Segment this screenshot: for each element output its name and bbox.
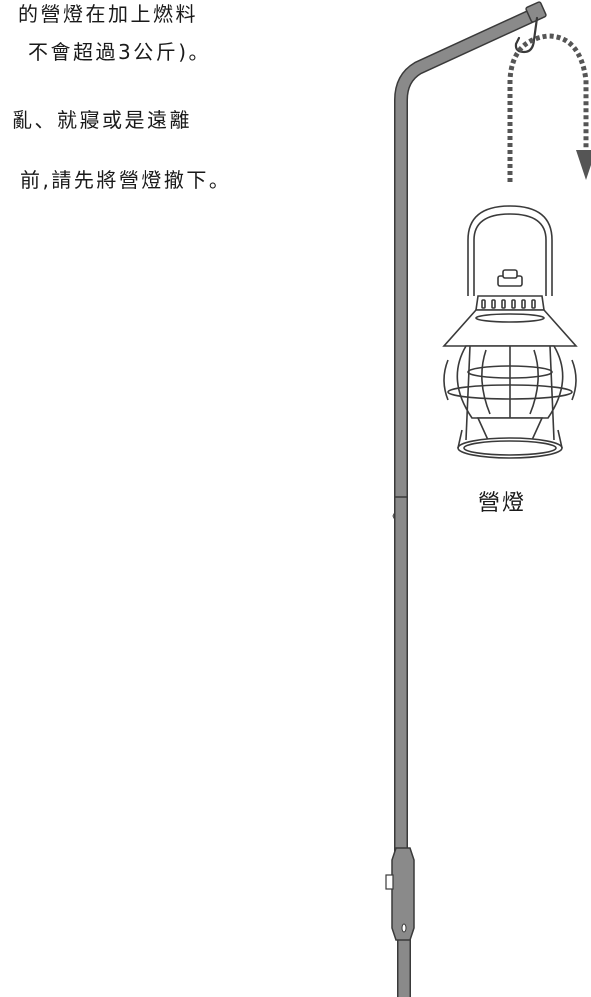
- instruction-line-2: 不會超過3公斤)。: [28, 40, 212, 64]
- instruction-line-1: 的營燈在加上燃料: [18, 2, 198, 26]
- pole-connector: [385, 847, 415, 941]
- lantern-icon: [442, 205, 578, 459]
- instruction-line-4: 前,請先將營燈撤下。: [20, 168, 232, 192]
- lantern-pole: [392, 1, 547, 997]
- hook-icon: [514, 16, 539, 54]
- lantern-label: 營燈: [478, 491, 527, 516]
- instruction-text: 的營燈在加上燃料 不會超過3公斤)。 亂、就寢或是遠離 前,請先將營燈撤下。: [0, 0, 330, 220]
- hang-arrow-icon: [507, 33, 591, 182]
- instruction-line-3: 亂、就寢或是遠離: [12, 108, 192, 132]
